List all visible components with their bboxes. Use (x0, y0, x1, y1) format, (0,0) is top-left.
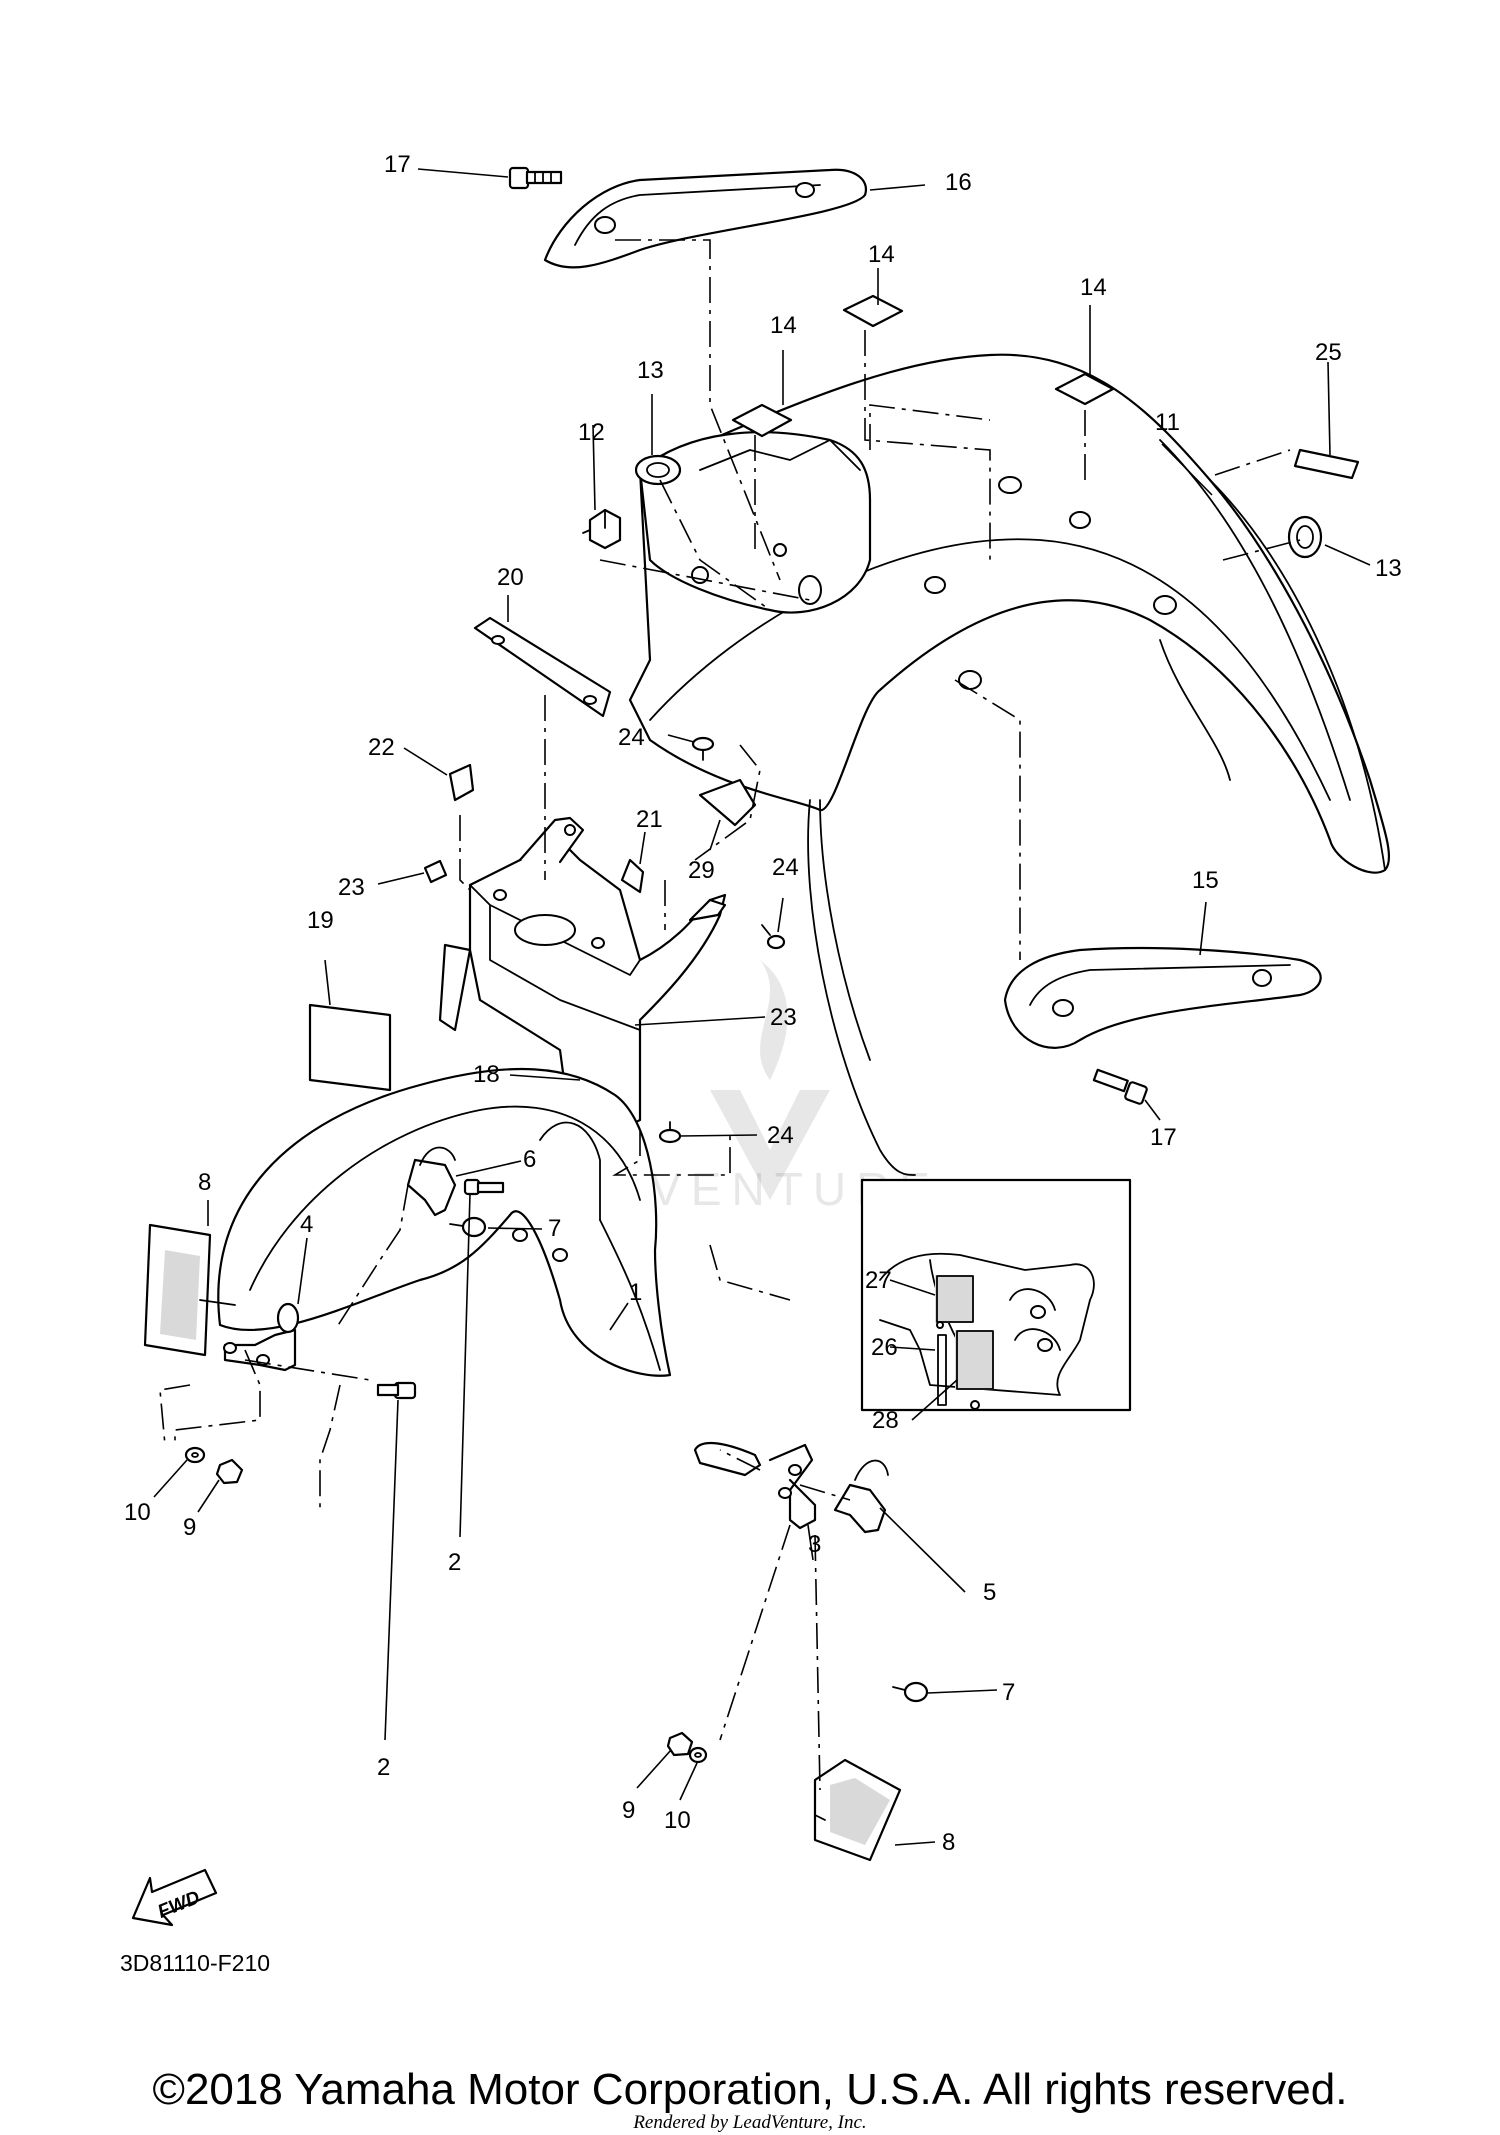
callout-20: 20 (497, 564, 524, 591)
callout-22: 22 (368, 734, 395, 761)
inset-callout-28: 28 (872, 1407, 899, 1434)
callout-21: 21 (636, 806, 663, 833)
callout-3: 3 (808, 1531, 821, 1558)
callout-24-upper: 24 (618, 724, 645, 751)
callout-13-upper: 13 (637, 357, 664, 384)
inset-callout-26: 26 (871, 1334, 898, 1361)
front-fender (217, 1067, 672, 1377)
callout-5: 5 (983, 1579, 996, 1606)
plate-19 (308, 1003, 392, 1092)
inset-callout-27: 27 (865, 1267, 892, 1294)
bolt-2-upper (463, 1178, 505, 1196)
decal-14a (731, 403, 793, 438)
callout-18: 18 (473, 1061, 500, 1088)
side-cover-lower (1003, 946, 1322, 1049)
stay-3 (693, 1441, 817, 1530)
callout-7-lower: 7 (1002, 1679, 1015, 1706)
bolt-17-lower (1092, 1068, 1148, 1105)
callout-24-lower: 24 (767, 1122, 794, 1149)
clip-21 (620, 858, 645, 894)
watermark-logo (710, 960, 830, 1200)
callout-8-upper: 8 (198, 1169, 211, 1196)
washer-10-left (184, 1446, 206, 1464)
callout-9-right: 9 (622, 1797, 635, 1824)
rear-fender-edge (807, 799, 916, 1176)
inset-detail (860, 1178, 1132, 1421)
side-cover-upper (543, 168, 868, 269)
callout-10-right: 10 (664, 1807, 691, 1834)
copyright-notice: ©2018 Yamaha Motor Corporation, U.S.A. A… (152, 2065, 1348, 2114)
callout-2-upper: 2 (448, 1549, 461, 1576)
bolt-17-upper (508, 166, 563, 190)
callout-7-upper: 7 (548, 1215, 561, 1242)
callout-10-left: 10 (124, 1499, 151, 1526)
grommet-13-upper (634, 454, 682, 486)
plate-20 (473, 616, 612, 718)
washer-10-right (688, 1746, 708, 1764)
bolt-2-lower (376, 1381, 417, 1400)
grommet-13-right (1287, 515, 1323, 559)
callout-2-lower: 2 (377, 1754, 390, 1781)
leader-lines (153, 168, 1371, 1846)
callout-23-left: 23 (338, 874, 365, 901)
callout-17-upper: 17 (384, 151, 411, 178)
callout-8-lower: 8 (942, 1829, 955, 1856)
callout-4: 4 (300, 1211, 313, 1238)
switch-12 (582, 508, 622, 550)
callout-6: 6 (523, 1146, 536, 1173)
decal-14c (1054, 372, 1115, 406)
callout-12: 12 (578, 419, 605, 446)
callout-1: 1 (629, 1279, 642, 1306)
reflector-8-lower (813, 1758, 902, 1862)
license-bracket-18 (438, 816, 727, 1142)
rendered-by-notice: Rendered by LeadVenture, Inc. (633, 2112, 867, 2133)
callout-13-right: 13 (1375, 555, 1402, 582)
nut-9-right (666, 1731, 694, 1757)
callout-15: 15 (1192, 867, 1219, 894)
fwd-arrow: FWD (131, 1868, 218, 1927)
callout-14-mid: 14 (868, 241, 895, 268)
stay-4 (223, 1302, 300, 1372)
callout-25: 25 (1315, 339, 1342, 366)
callout-17-lower: 17 (1150, 1124, 1177, 1151)
clip-22 (448, 763, 475, 802)
callout-labels: 17 16 14 14 14 25 13 12 11 13 20 24 22 2… (124, 151, 1402, 1856)
label-25 (1293, 448, 1360, 480)
clamp-5 (833, 1459, 889, 1534)
reflector-8-upper (143, 1223, 236, 1357)
screw-24-b (761, 924, 786, 950)
callout-24-mid: 24 (772, 854, 799, 881)
screw-24-a (691, 736, 715, 761)
screw-24-c (658, 1121, 682, 1144)
callout-16: 16 (945, 169, 972, 196)
clamp-6 (406, 1146, 457, 1217)
callout-23-right: 23 (770, 1004, 797, 1031)
callout-11: 11 (1155, 409, 1180, 436)
callout-14-left: 14 (770, 312, 797, 339)
rear-fender (628, 353, 1391, 874)
callout-29: 29 (688, 857, 715, 884)
screw-7-lower (892, 1681, 929, 1703)
nut-9-left (215, 1458, 244, 1485)
assembly-lines (159, 239, 1301, 1791)
decal-14b (842, 294, 904, 328)
label-29 (698, 778, 757, 827)
callout-19: 19 (307, 907, 334, 934)
callout-9-left: 9 (183, 1514, 196, 1541)
callout-14-right: 14 (1080, 274, 1107, 301)
pad-23-left (423, 859, 448, 884)
diagram-code: 3D81110-F210 (120, 1950, 270, 1976)
